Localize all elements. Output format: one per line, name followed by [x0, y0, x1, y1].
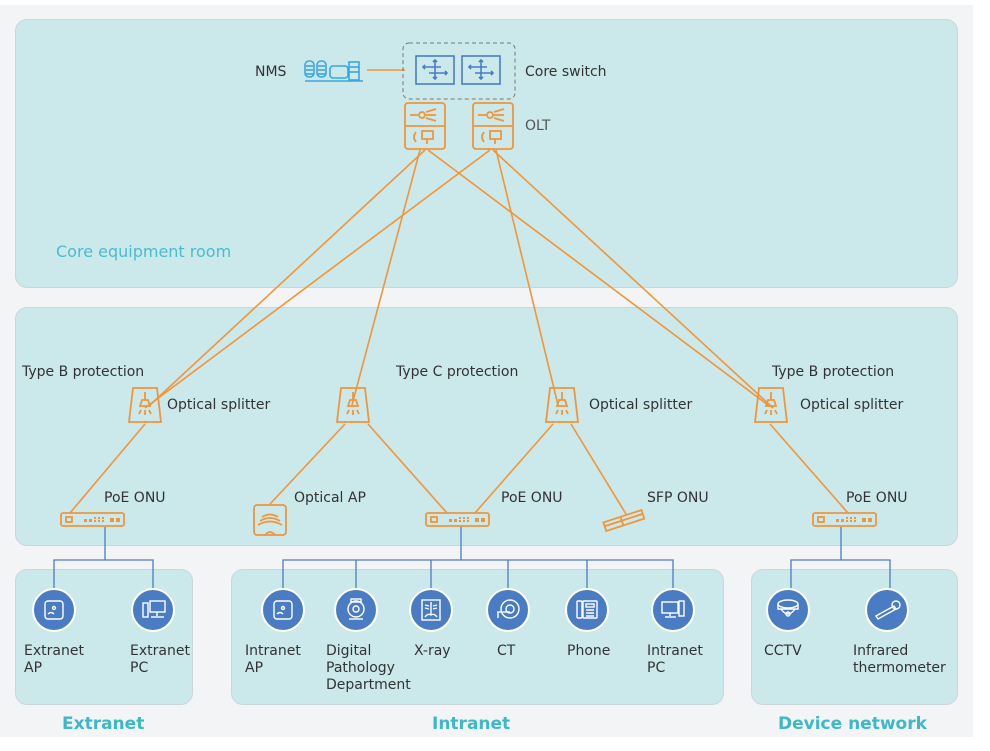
infrared-thermometer-device[interactable]	[865, 588, 909, 632]
ct-device[interactable]	[486, 588, 530, 632]
x-ray-label: X-ray	[414, 643, 451, 659]
poe-onu-icon[interactable]	[812, 512, 878, 529]
device-network-zone-title: Device network	[778, 714, 927, 734]
extranet-pc-device[interactable]	[131, 588, 175, 632]
poe-onu-icon[interactable]	[425, 512, 491, 529]
sfp-onu-icon[interactable]	[600, 508, 648, 534]
desktop-pc-icon	[661, 600, 685, 618]
optical-splitter-icon[interactable]	[543, 386, 581, 426]
x-ray-device[interactable]	[409, 588, 453, 632]
pathology-scanner-icon	[347, 598, 365, 620]
cctv-label: CCTV	[764, 643, 802, 659]
core-switch-icon[interactable]	[461, 55, 501, 85]
core-switch-label: Core switch	[525, 64, 607, 80]
digital-pathology-device[interactable]	[334, 588, 378, 632]
intranet-pc-device[interactable]	[651, 588, 695, 632]
x-ray-icon	[421, 599, 441, 621]
optical-splitter-label: Optical splitter	[589, 397, 693, 413]
nms-label: NMS	[255, 64, 287, 80]
infrared-thermometer-icon	[874, 600, 901, 620]
olt-label: OLT	[525, 118, 551, 134]
intranet-panel	[231, 569, 724, 705]
optical-splitter-label: Optical splitter	[167, 397, 271, 413]
distribution-panel	[15, 307, 958, 546]
ct-scanner-icon	[497, 599, 520, 619]
cctv-camera-icon	[777, 599, 799, 617]
poe-onu-label: PoE ONU	[501, 490, 563, 506]
core-switch-icon[interactable]	[415, 55, 455, 85]
poe-onu-label: PoE ONU	[846, 490, 908, 506]
optical-splitter-icon[interactable]	[752, 386, 790, 426]
intranet-zone-title: Intranet	[432, 714, 511, 734]
phone-label: Phone	[567, 643, 611, 659]
extranet-ap-device[interactable]	[32, 588, 76, 632]
poe-onu-icon[interactable]	[60, 512, 126, 529]
access-point-icon	[44, 600, 64, 620]
intranet-ap-device[interactable]	[261, 588, 305, 632]
cctv-device[interactable]	[766, 588, 810, 632]
olt-icon[interactable]	[404, 102, 446, 152]
optical-ap-icon[interactable]	[253, 504, 289, 538]
protection-right-label: Type B protection	[772, 364, 895, 380]
optical-splitter-label: Optical splitter	[800, 397, 904, 413]
protection-left-label: Type B protection	[22, 364, 145, 380]
desktop-pc-icon	[142, 600, 166, 618]
olt-icon[interactable]	[472, 102, 514, 152]
phone-icon	[576, 600, 598, 619]
access-point-icon	[273, 600, 293, 620]
poe-onu-label: PoE ONU	[104, 490, 166, 506]
optical-ap-label: Optical AP	[294, 490, 366, 506]
optical-splitter-icon[interactable]	[334, 386, 372, 426]
core-equipment-room-title: Core equipment room	[56, 242, 232, 261]
sfp-onu-label: SFP ONU	[647, 490, 709, 506]
ct-label: CT	[497, 643, 516, 659]
nms-server-icon[interactable]	[303, 58, 365, 84]
protection-center-label: Type C protection	[396, 364, 519, 380]
optical-splitter-icon[interactable]	[126, 386, 164, 426]
extranet-zone-title: Extranet	[62, 714, 145, 734]
phone-device[interactable]	[565, 588, 609, 632]
core-switch-group-border	[402, 42, 516, 100]
